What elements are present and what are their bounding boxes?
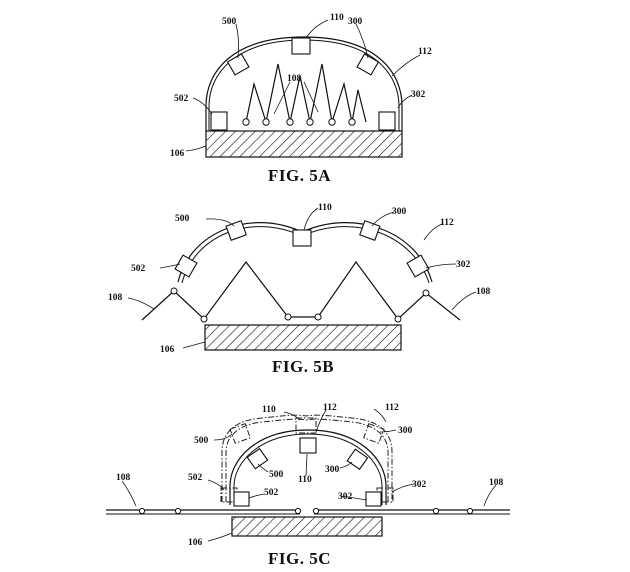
- ref-108-c-right: 108: [489, 478, 504, 488]
- ref-112-c-outer: 112: [385, 403, 399, 413]
- ref-106-b: 106: [160, 345, 175, 355]
- component-502-inner: [233, 491, 250, 507]
- component-300-outer: [363, 423, 385, 444]
- ref-108-c-left: 108: [116, 473, 131, 483]
- ref-112-c-inner: 112: [323, 403, 337, 413]
- ref-110-c-outer: 110: [262, 405, 276, 415]
- component-502-b: [174, 254, 198, 278]
- caption-fig-5b: FIG. 5B: [272, 357, 334, 376]
- ref-302-b: 302: [456, 260, 471, 270]
- ref-300-c-outer: 300: [398, 426, 413, 436]
- ref-502-c-inner: 502: [264, 488, 279, 498]
- cover-112-outer: [221, 414, 393, 502]
- component-110-outer: [295, 417, 317, 434]
- component-300-inner: [346, 448, 369, 471]
- ref-502-c-outer: 502: [188, 473, 203, 483]
- base-106-c: [231, 516, 383, 537]
- ref-502-b: 502: [131, 264, 146, 274]
- component-500-b: [225, 219, 247, 241]
- ref-302-c-inner: 302: [338, 492, 353, 502]
- component-502: [210, 111, 228, 131]
- ref-502-a: 502: [174, 94, 189, 104]
- ref-500-c-inner: 500: [269, 470, 284, 480]
- ref-112-b: 112: [440, 218, 454, 228]
- ref-300-b: 300: [392, 207, 407, 217]
- ref-108-b-right: 108: [476, 287, 491, 297]
- ref-112-a: 112: [418, 47, 432, 57]
- ref-108-b-left: 108: [108, 293, 123, 303]
- component-110-inner: [299, 437, 317, 454]
- component-500-inner: [246, 447, 269, 470]
- ref-106-c: 106: [188, 538, 203, 548]
- component-110: [291, 37, 311, 55]
- component-302: [378, 111, 396, 131]
- fig-5c: 110 112 112 500 300 500 110 300 502 302 …: [106, 403, 510, 568]
- caption-fig-5c: FIG. 5C: [268, 549, 331, 568]
- component-300-b: [359, 219, 381, 241]
- component-302-outer: [376, 487, 394, 503]
- ref-110-c-inner: 110: [298, 475, 312, 485]
- component-110-b: [292, 229, 312, 247]
- ref-302-c-outer: 302: [412, 480, 427, 490]
- component-500-outer: [229, 423, 251, 444]
- ref-110-a: 110: [330, 13, 344, 23]
- component-300: [356, 53, 380, 76]
- fig-5b: 500 110 300 112 502 302 108 108 106 FIG.…: [108, 203, 491, 376]
- ref-500-a: 500: [222, 17, 237, 27]
- ref-108-a: 108: [287, 74, 302, 84]
- ref-500-c-outer: 500: [194, 436, 209, 446]
- ref-302-a: 302: [411, 90, 426, 100]
- dome-112: [205, 36, 403, 131]
- dome-112-inner: [229, 429, 387, 505]
- fig-5a: 500 110 300 112 108 502 302 106 FIG. 5A: [170, 13, 432, 185]
- ref-110-b: 110: [318, 203, 332, 213]
- springs-108: [245, 63, 367, 125]
- component-302-b: [406, 254, 430, 278]
- base-106: [205, 130, 403, 158]
- component-500: [226, 53, 250, 76]
- caption-fig-5a: FIG. 5A: [268, 166, 331, 185]
- ref-300-a: 300: [348, 17, 363, 27]
- springs-108-b: [141, 260, 461, 321]
- ref-300-c-inner: 300: [325, 465, 340, 475]
- component-302-inner: [365, 491, 382, 507]
- ref-500-b: 500: [175, 214, 190, 224]
- ref-106-a: 106: [170, 149, 185, 159]
- base-106-b: [204, 324, 402, 351]
